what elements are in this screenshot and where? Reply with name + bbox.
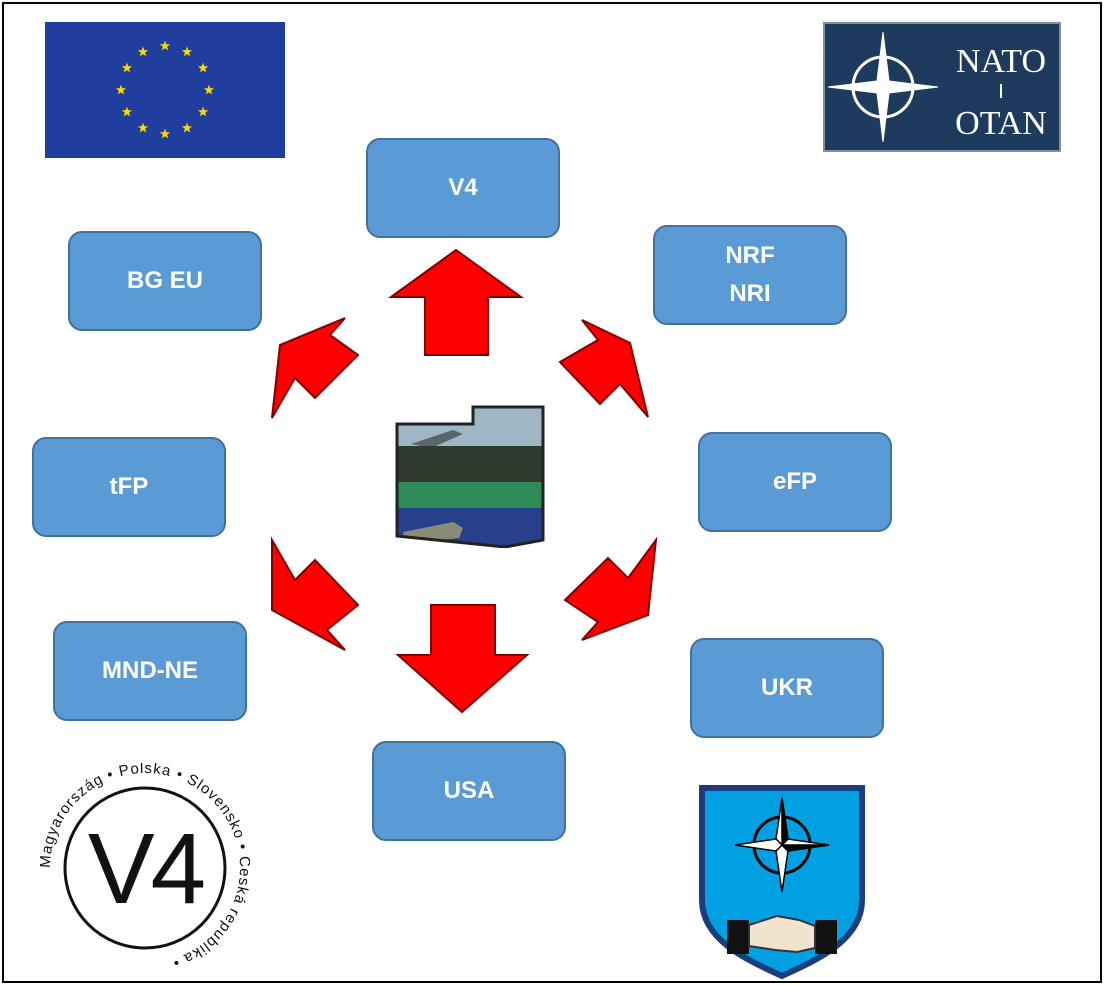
- nato-shield-logo: [699, 785, 865, 980]
- emblem-green-band: [397, 482, 543, 512]
- shield-compass-star-icon: [734, 797, 830, 893]
- eu-star-icon: [197, 62, 209, 73]
- node-v4-label: V4: [448, 174, 478, 201]
- node-tfp: tFP: [32, 437, 226, 537]
- nato-otan-logo: NATO OTAN: [823, 22, 1061, 152]
- eu-star-icon: [197, 106, 209, 117]
- node-bg-eu-label: BG EU: [126, 267, 203, 294]
- v4-seal-logo: Magyarország • Polska • Slovensko • Česk…: [40, 763, 250, 972]
- eu-star-icon: [181, 46, 193, 57]
- eu-star-icon: [121, 106, 133, 117]
- node-usa: USA: [372, 741, 566, 841]
- arrow-up-v4: [387, 248, 525, 356]
- nato-text: NATO: [956, 43, 1046, 80]
- arrow-upleft-bgeu: [271, 317, 360, 419]
- emblem-border: [395, 405, 545, 548]
- node-nrf-label: NRF: [725, 242, 775, 269]
- node-v4: V4: [366, 138, 560, 238]
- nato-compass-star-icon: [827, 31, 939, 143]
- eu-star-icon: [203, 84, 215, 95]
- eu-star-icon: [115, 84, 127, 95]
- nato-logo-border: [823, 22, 1061, 152]
- emblem-land-band: [397, 446, 543, 484]
- v4-seal-center-text: V4: [88, 813, 204, 925]
- node-mnd-ne: MND-NE: [53, 621, 247, 721]
- node-mnd-ne-label: MND-NE: [102, 657, 198, 684]
- eu-star-icon: [137, 122, 149, 133]
- arrow-downright-ukr: [563, 536, 658, 641]
- v4-seal-inner-ring: [63, 786, 227, 950]
- node-ukr: UKR: [690, 638, 884, 738]
- eu-star-icon: [121, 62, 133, 73]
- node-nri-label: NRI: [729, 280, 771, 307]
- arrow-downleft-tfp: [271, 536, 360, 651]
- node-usa-label: USA: [443, 777, 495, 804]
- node-efp: eFP: [698, 432, 892, 532]
- eu-flag-logo: [45, 22, 285, 158]
- eu-stars-circle: [115, 40, 215, 139]
- nato-text-panel: [941, 24, 1058, 150]
- node-efp-label: eFP: [772, 468, 817, 495]
- eu-star-icon: [159, 128, 171, 139]
- node-ukr-label: UKR: [761, 674, 813, 701]
- eu-star-icon: [137, 46, 149, 57]
- emblem-jet-icon: [411, 430, 463, 448]
- eu-star-icon: [159, 40, 171, 51]
- node-tfp-label: tFP: [109, 473, 149, 500]
- eu-star-icon: [181, 122, 193, 133]
- node-bg-eu: BG EU: [68, 231, 262, 331]
- node-nrf-nri: NRF NRI: [653, 225, 847, 325]
- arrow-down-usa: [395, 604, 530, 714]
- arrow-upright-nrf: [558, 319, 649, 418]
- central-emblem-logo: [395, 405, 545, 548]
- otan-text: OTAN: [955, 105, 1047, 142]
- shield-handshake-icon: [727, 914, 837, 954]
